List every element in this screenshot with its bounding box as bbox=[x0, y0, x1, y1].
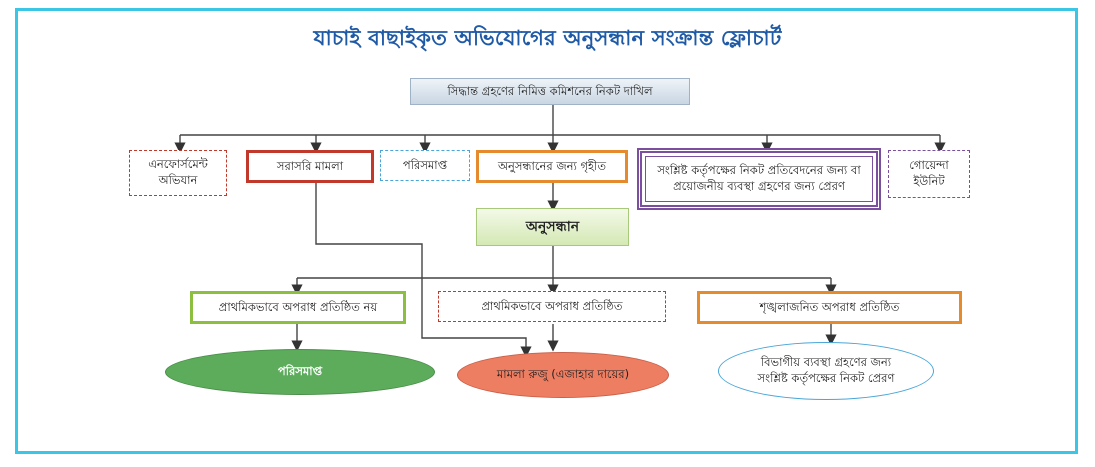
direct-case-box: সরাসরি মামলা bbox=[246, 150, 374, 183]
established-box: প্রাথমিকভাবে অপরাধ প্রতিষ্ঠিত bbox=[438, 291, 666, 322]
closed-bottom-oval: পরিসমাপ্ত bbox=[165, 349, 435, 395]
accepted-label: অনুসন্ধানের জন্য গৃহীত bbox=[498, 158, 606, 173]
departmental-oval: বিভাগীয় ব্যবস্থা গ্রহণের জন্য সংশ্লিষ্ট… bbox=[718, 342, 934, 400]
not-established-box: প্রাথমিকভাবে অপরাধ প্রতিষ্ঠিত নয় bbox=[190, 291, 406, 324]
enforcement-label: এনফোর্সমেন্ট অভিযান bbox=[148, 157, 208, 187]
diagram-title: যাচাই বাছাইকৃত অভিযোগের অনুসন্ধান সংক্রা… bbox=[313, 26, 782, 50]
authority-report-label: সংশ্লিষ্ট কর্তৃপক্ষের নিকট প্রতিবেদনের জ… bbox=[657, 163, 861, 193]
not-established-label: প্রাথমিকভাবে অপরাধ প্রতিষ্ঠিত নয় bbox=[218, 299, 378, 314]
disciplinary-label: শৃঙ্খলাজনিত অপরাধ প্রতিষ্ঠিত bbox=[759, 299, 900, 314]
commission-label: সিদ্ধান্ত গ্রহণের নিমিত্ত কমিশনের নিকট দ… bbox=[447, 83, 653, 98]
intel-unit-label: গোয়েন্দা ইউনিট bbox=[909, 158, 949, 188]
direct-case-label: সরাসরি মামলা bbox=[276, 158, 344, 173]
commission-box: সিদ্ধান্ত গ্রহণের নিমিত্ত কমিশনের নিকট দ… bbox=[410, 78, 690, 105]
investigation-label: অনুসন্ধান bbox=[525, 218, 580, 235]
disciplinary-box: শৃঙ্খলাজনিত অপরাধ প্রতিষ্ঠিত bbox=[697, 291, 962, 324]
line-direct-case-to-case bbox=[315, 182, 532, 358]
investigation-box: অনুসন্ধান bbox=[476, 208, 629, 246]
enforcement-box: এনফোর্সমেন্ট অভিযান bbox=[129, 150, 227, 196]
closed-top-box: পরিসমাপ্ত bbox=[380, 150, 470, 181]
case-filed-label: মামলা রুজু (এজাহার দায়ের) bbox=[496, 367, 630, 382]
accepted-box: অনুসন্ধানের জন্য গৃহীত bbox=[476, 150, 628, 183]
case-filed-oval: মামলা রুজু (এজাহার দায়ের) bbox=[457, 352, 669, 398]
established-label: প্রাথমিকভাবে অপরাধ প্রতিষ্ঠিত bbox=[481, 298, 623, 313]
closed-bottom-label: পরিসমাপ্ত bbox=[277, 364, 323, 379]
authority-report-box: সংশ্লিষ্ট কর্তৃপক্ষের নিকট প্রতিবেদনের জ… bbox=[637, 148, 881, 210]
departmental-label: বিভাগীয় ব্যবস্থা গ্রহণের জন্য সংশ্লিষ্ট… bbox=[757, 355, 895, 385]
closed-top-label: পরিসমাপ্ত bbox=[402, 157, 448, 172]
intel-unit-box: গোয়েন্দা ইউনিট bbox=[888, 150, 970, 198]
